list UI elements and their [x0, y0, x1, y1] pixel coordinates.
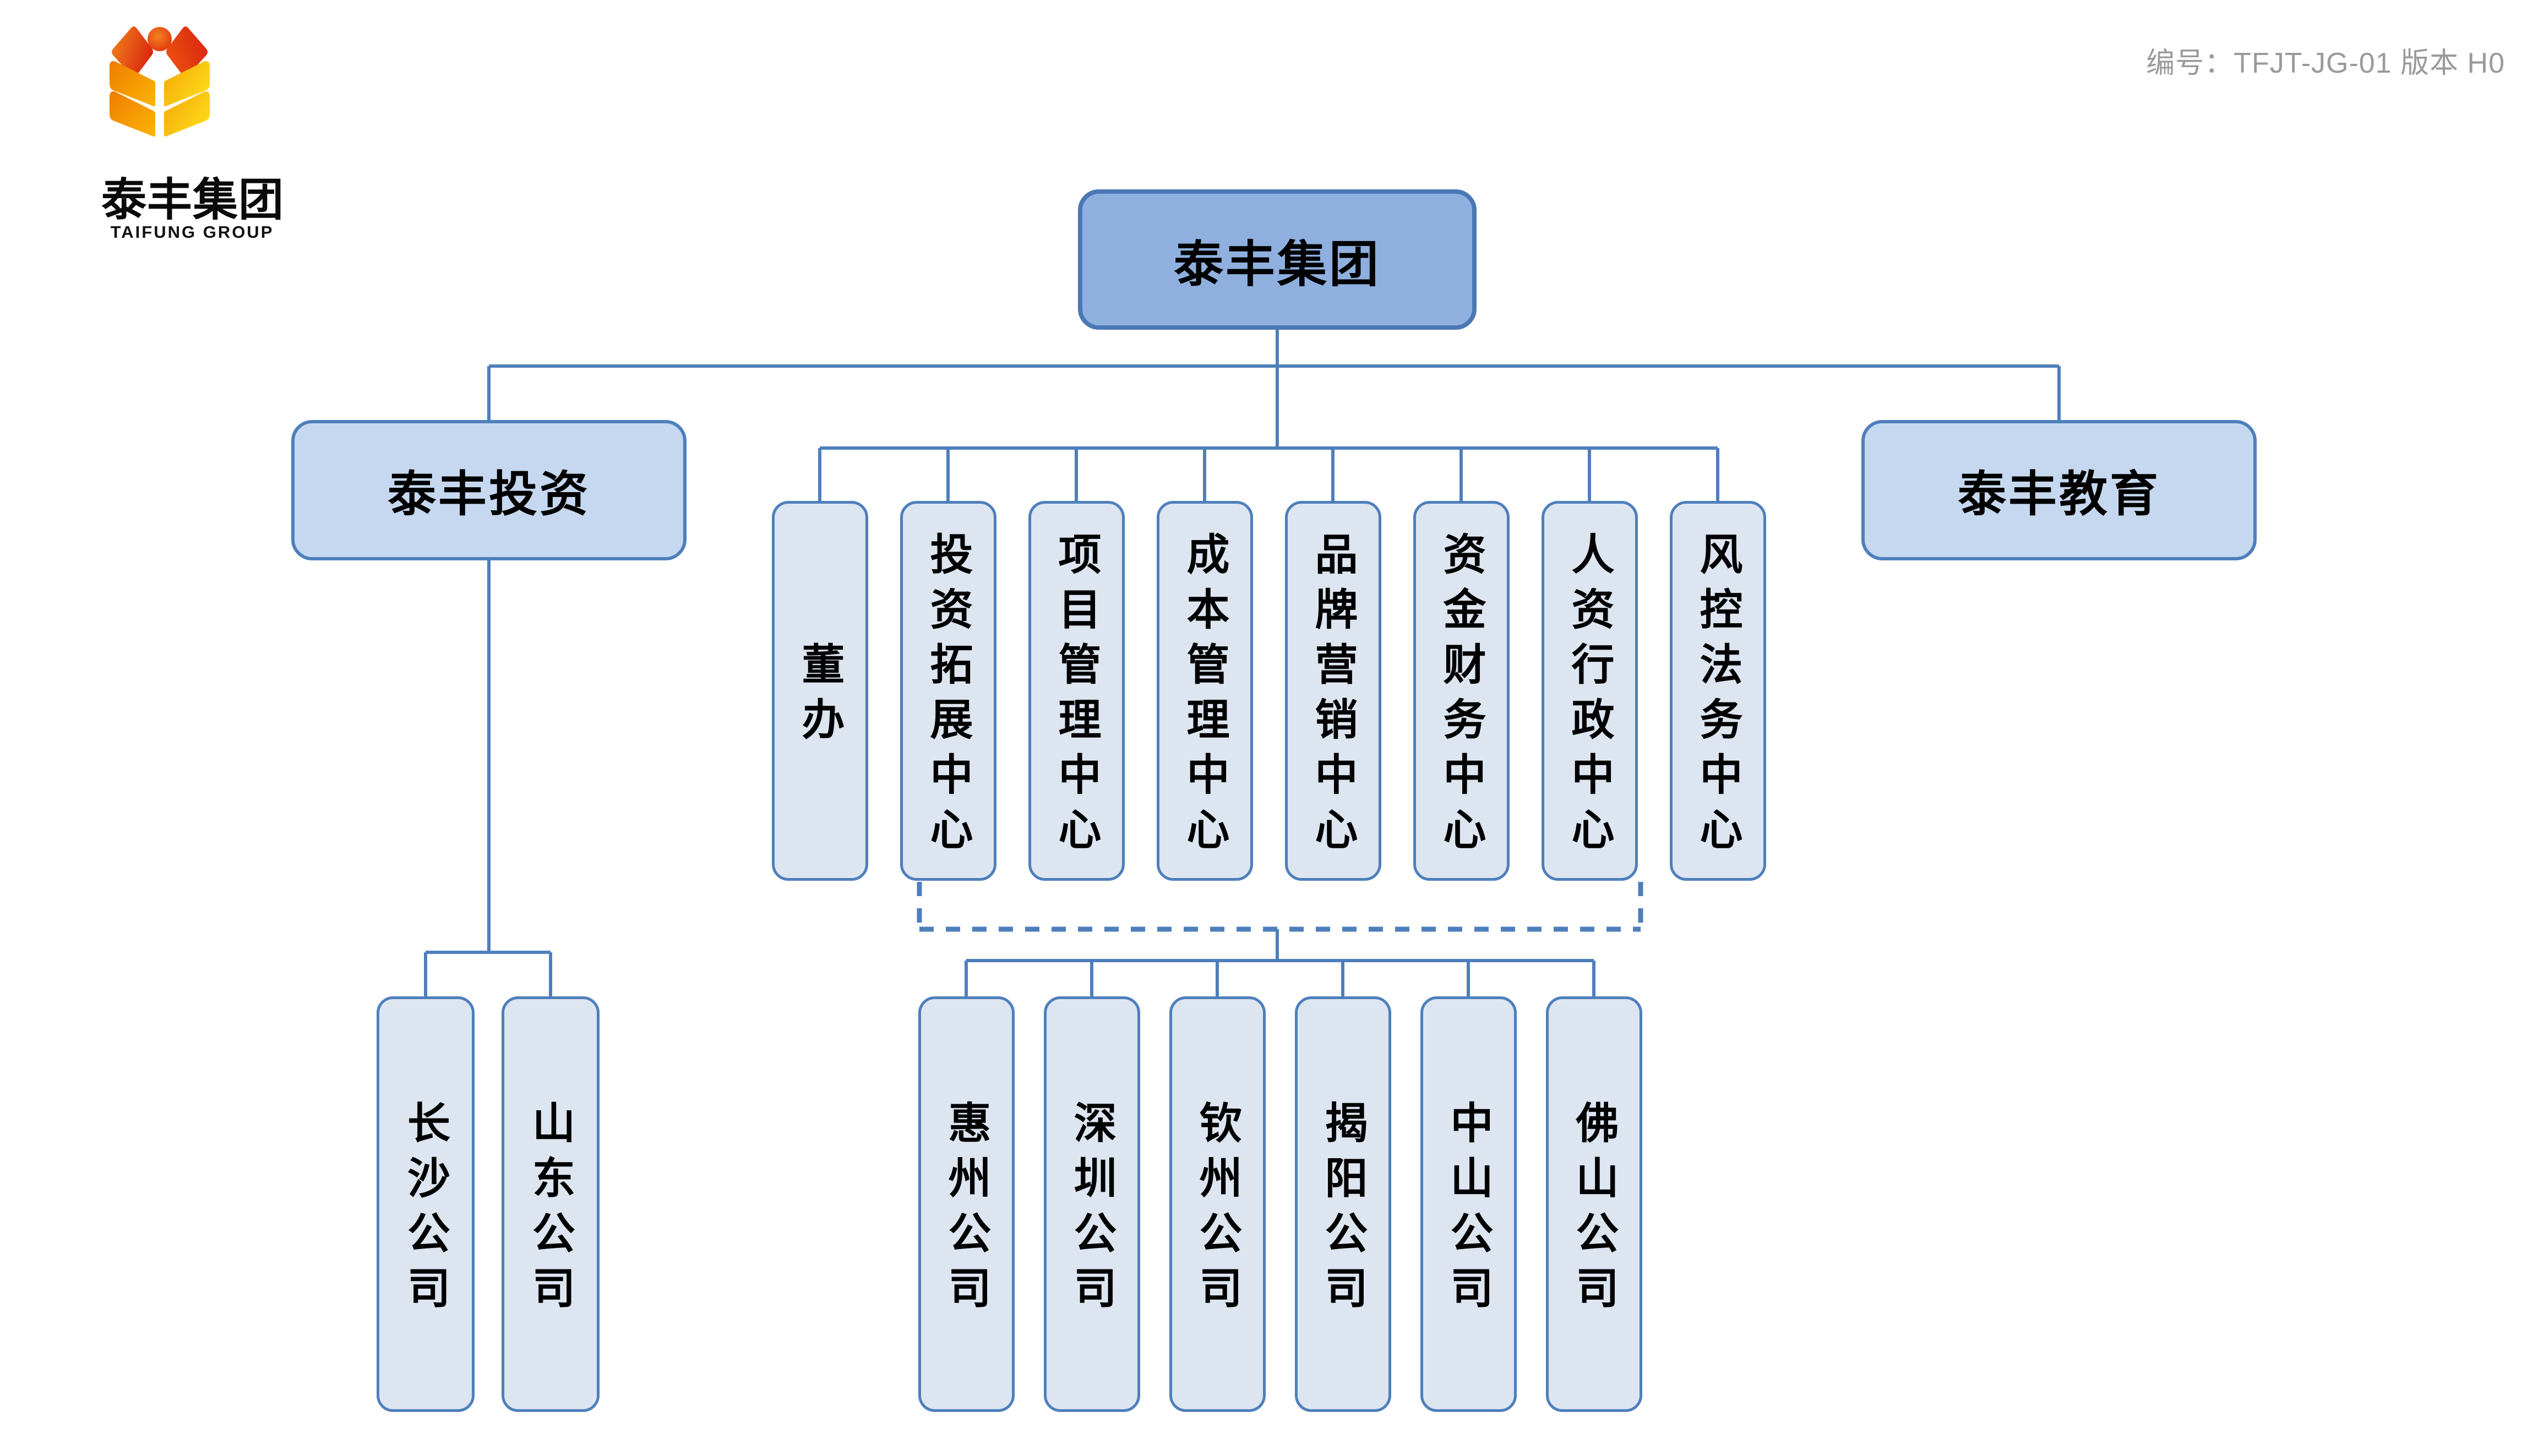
org-node-taifung-investment: 泰丰投资 [291, 420, 687, 560]
city-node-huizhou: 惠州公司 [918, 996, 1015, 1412]
city-node-foshan: 佛山公司 [1546, 996, 1642, 1412]
dept-node-cost-management: 成本管理中心 [1157, 501, 1253, 881]
sub-node-shandong: 山东公司 [502, 996, 600, 1412]
city-node-qinzhou: 钦州公司 [1169, 996, 1266, 1412]
org-node-root: 泰丰集团 [1078, 189, 1477, 330]
dept-node-hr-administration: 人资行政中心 [1542, 501, 1638, 881]
sub-node-changsha: 长沙公司 [377, 996, 475, 1412]
dept-node-risk-legal: 风控法务中心 [1670, 501, 1766, 881]
dashed-connectors [917, 882, 1643, 932]
logo-title: 泰丰集团 [101, 175, 285, 225]
doc-code-label: 编号：TFJT-JG-01 版本 H0 [2146, 47, 2505, 79]
dept-node-brand-marketing: 品牌营销中心 [1285, 501, 1381, 881]
dept-node-investment-expansion: 投资拓展中心 [900, 501, 996, 881]
dept-node-finance-treasury: 资金财务中心 [1413, 501, 1510, 881]
city-node-shenzhen: 深圳公司 [1044, 996, 1140, 1412]
org-node-taifung-education: 泰丰教育 [1861, 420, 2257, 560]
logo-subtitle: TAIFUNG GROUP [110, 222, 274, 242]
taifung-logo-icon [110, 26, 210, 137]
dept-node-board-office: 董办 [772, 501, 868, 881]
dept-node-project-management: 项目管理中心 [1028, 501, 1125, 881]
city-node-zhongshan: 中山公司 [1420, 996, 1517, 1412]
city-node-jieyang: 揭阳公司 [1295, 996, 1391, 1412]
solid-connectors [424, 328, 2061, 999]
